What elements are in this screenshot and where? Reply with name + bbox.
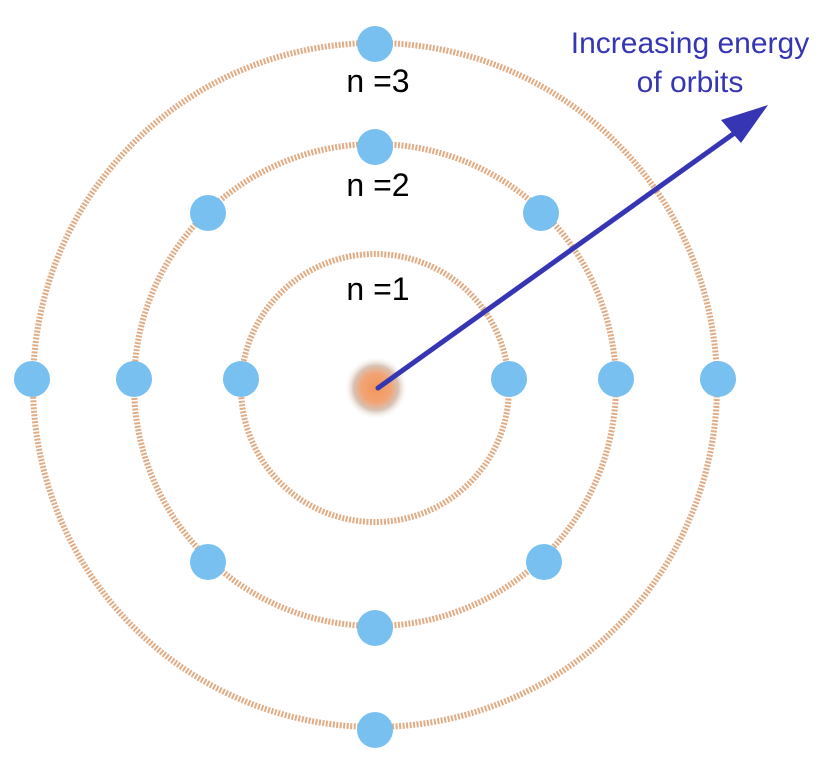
shell-label-n1: n =1	[346, 271, 409, 307]
electron-icon	[190, 195, 226, 231]
electrons-n1	[223, 361, 527, 397]
electron-icon	[357, 610, 393, 646]
electron-icon	[357, 129, 393, 165]
electrons-n2	[116, 129, 634, 646]
electron-icon	[357, 26, 393, 62]
energy-label-line1: Increasing energy	[571, 27, 809, 60]
electron-icon	[357, 712, 393, 748]
energy-label-line2: of orbits	[637, 66, 744, 99]
shell-label-n3: n =3	[346, 63, 409, 99]
arrow-icon	[375, 105, 768, 391]
electron-icon	[223, 361, 259, 397]
electrons-n3	[14, 26, 736, 748]
electron-icon	[491, 361, 527, 397]
electron-icon	[190, 544, 226, 580]
electron-icon	[526, 544, 562, 580]
electron-icon	[523, 195, 559, 231]
electron-icon	[700, 361, 736, 397]
electron-icon	[598, 361, 634, 397]
electron-icon	[14, 361, 50, 397]
shell-label-n2: n =2	[346, 167, 409, 203]
electron-icon	[116, 361, 152, 397]
